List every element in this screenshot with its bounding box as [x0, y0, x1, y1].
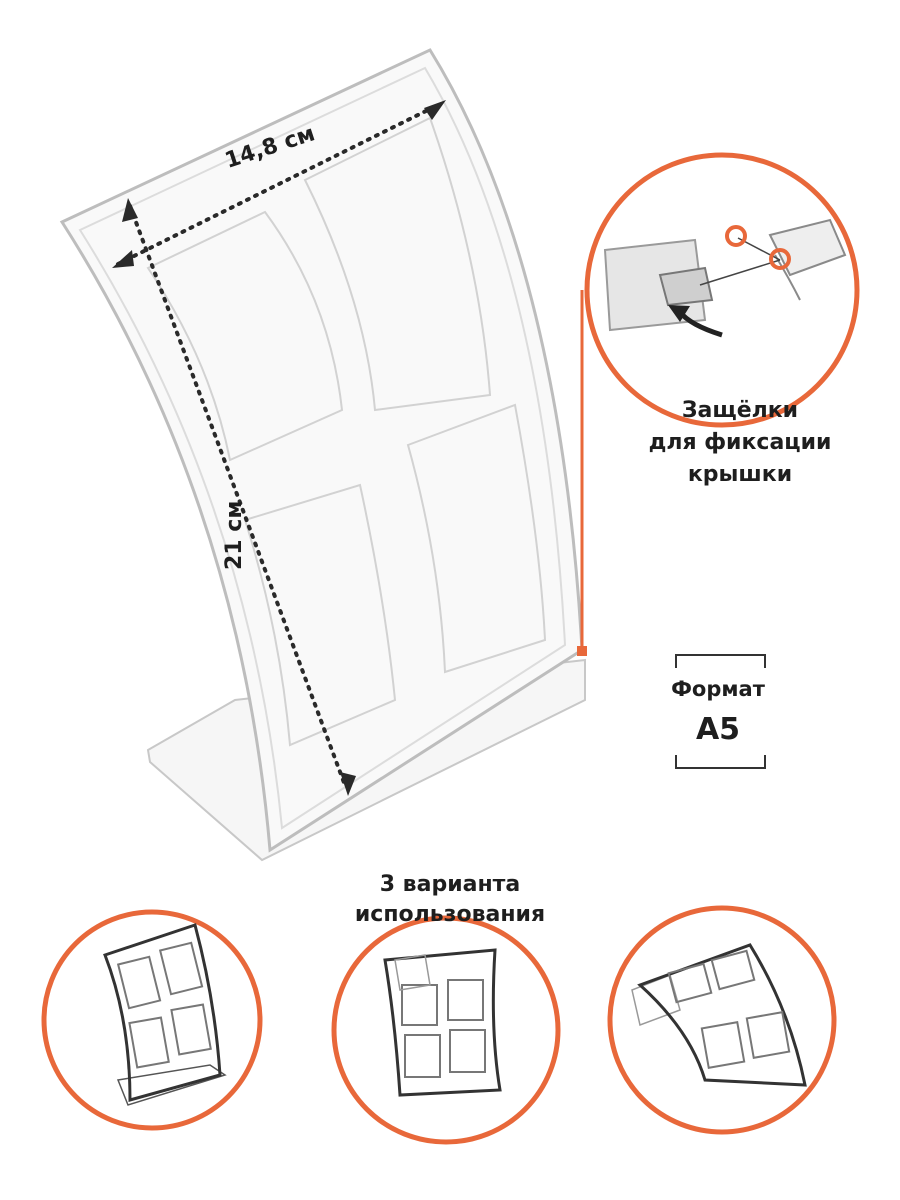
card-slot — [303, 116, 492, 412]
card-slot — [146, 210, 344, 462]
card-slot — [406, 403, 547, 674]
clip-detail-circle — [584, 152, 860, 428]
clip-detail-drawing — [603, 218, 847, 338]
card-slot — [243, 483, 397, 747]
arrowhead — [112, 250, 134, 268]
format-frame — [675, 654, 766, 668]
callout-anchor — [577, 646, 587, 656]
variants-caption-line: 3 варианта — [379, 872, 521, 897]
variants-caption-line: использования — [354, 902, 546, 927]
format-frame — [675, 755, 766, 769]
variant-circle-tilted — [607, 905, 837, 1135]
variants-caption: 3 варианта использования — [345, 870, 555, 930]
clips-caption-line: Защёлки — [681, 398, 799, 423]
format-value: A5 — [695, 712, 741, 747]
stand-panel-inner-edge — [78, 66, 567, 830]
width-dimension-line — [116, 102, 442, 266]
arrowhead — [122, 198, 138, 222]
arrowhead — [424, 100, 446, 120]
format-title: Формат — [671, 677, 765, 701]
height-dimension-label: 21 см — [222, 500, 247, 570]
clips-caption: Защёлки для фиксации крышки — [640, 395, 840, 491]
variant-standing-drawing — [103, 923, 227, 1106]
variant-tilted-drawing — [631, 943, 807, 1087]
variant-circle-wall — [331, 915, 561, 1145]
clips-caption-line: для фиксации — [648, 430, 832, 455]
arrowhead — [340, 772, 356, 796]
clips-caption-line: крышки — [687, 462, 793, 487]
variant-wall-drawing — [383, 948, 502, 1097]
